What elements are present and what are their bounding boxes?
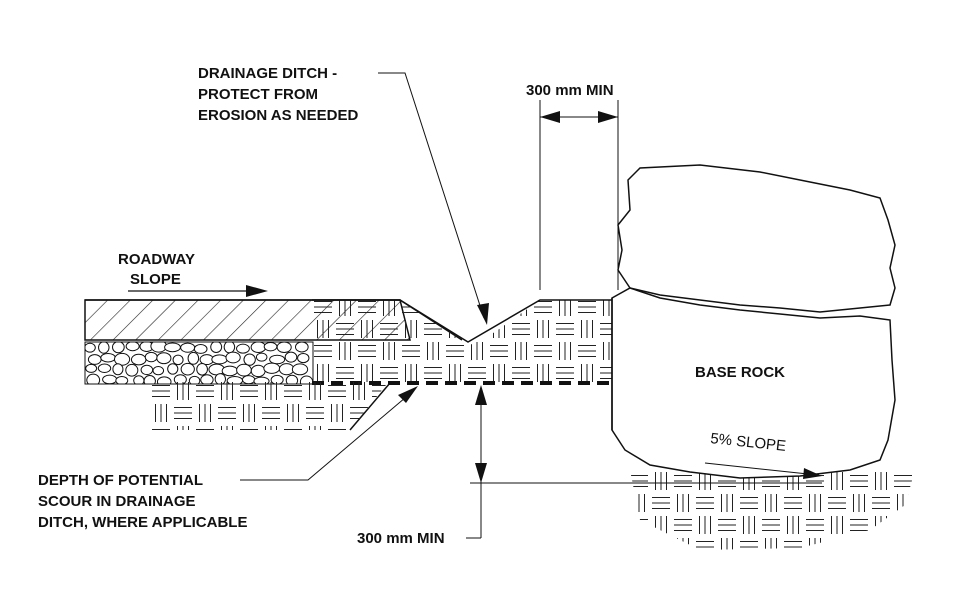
aggregate-stone — [196, 362, 208, 376]
aggregate-stone — [173, 374, 187, 384]
aggregate-stone — [291, 363, 309, 376]
aggregate-stone — [85, 363, 98, 373]
aggregate-stone — [214, 373, 227, 384]
aggregate-stone — [164, 342, 181, 353]
drainage-ditch-label-3: EROSION AS NEEDED — [198, 107, 358, 124]
drainage-ditch-arrowhead — [477, 303, 489, 325]
aggregate-stone — [221, 365, 238, 377]
aggregate-stone — [200, 374, 214, 384]
compacted-fill — [314, 300, 612, 382]
aggregate-stone — [243, 353, 256, 366]
scour-depth-label-3: DITCH, WHERE APPLICABLE — [38, 514, 247, 531]
dim-bottom-arrow-up — [475, 385, 487, 405]
roadway-slope-label-2: SLOPE — [130, 271, 181, 288]
aggregate-stone — [210, 342, 223, 354]
aggregate-stone — [125, 363, 139, 377]
aggregate-stone — [269, 354, 286, 365]
aggregate-stone — [285, 374, 299, 384]
aggregate-stone — [236, 363, 252, 377]
native-ground-right — [630, 472, 912, 550]
aggregate-stone — [130, 353, 147, 366]
rock-slope-arrowhead — [803, 468, 822, 479]
aggregate-stone — [241, 375, 256, 384]
aggregate-stone — [250, 364, 266, 378]
aggregate-stone — [278, 363, 295, 376]
drainage-ditch-label-2: PROTECT FROM — [198, 86, 318, 103]
ditch-profile — [312, 299, 612, 343]
scour-depth-label-1: DEPTH OF POTENTIAL — [38, 472, 203, 489]
aggregate-stone — [86, 373, 101, 384]
scour-depth-leader — [240, 391, 413, 481]
scour-depth-label-2: SCOUR IN DRAINAGE — [38, 493, 196, 510]
aggregate-stone — [97, 363, 112, 373]
aggregate-stone — [276, 342, 292, 354]
aggregate-stone — [102, 374, 118, 384]
aggregate-stone — [140, 364, 154, 376]
top-dimension-label: 300 mm MIN — [526, 82, 614, 99]
scour-depth-arrowhead — [398, 386, 418, 403]
aggregate-stone — [263, 342, 278, 352]
aggregate-stone — [187, 351, 200, 365]
aggregate-base — [85, 342, 313, 384]
drainage-ditch-label-1: DRAINAGE DITCH - — [198, 65, 337, 82]
aggregate-stone — [188, 375, 201, 384]
aggregate-stone — [297, 352, 310, 364]
aggregate-stone — [250, 342, 267, 354]
aggregate-stone — [98, 342, 110, 354]
aggregate-stone — [112, 342, 125, 354]
upper-boulder — [617, 164, 896, 313]
aggregate-stone — [156, 376, 172, 384]
dim-top-arrow-right — [598, 111, 618, 123]
aggregate-stone — [270, 374, 284, 384]
aggregate-stone — [295, 342, 309, 353]
aggregate-outline — [84, 341, 314, 385]
aggregate-stone — [125, 342, 140, 352]
rock-slope-arrow-shaft — [704, 462, 809, 475]
aggregate-stone — [284, 351, 298, 363]
aggregate-stone — [144, 351, 158, 363]
roadway-slope-arrowhead — [246, 285, 268, 297]
aggregate-stone — [115, 376, 129, 384]
dim-top-arrow-left — [540, 111, 560, 123]
aggregate-stone — [299, 375, 313, 384]
aggregate-stone — [152, 366, 165, 376]
aggregate-stone — [180, 362, 195, 376]
aggregate-stone — [114, 352, 131, 366]
dim-bottom-arrow-down — [475, 463, 487, 483]
aggregate-stone — [167, 363, 179, 375]
aggregate-stone — [85, 342, 96, 353]
aggregate-stone — [172, 354, 184, 366]
bottom-dimension-label: 300 mm MIN — [357, 530, 445, 547]
roadway-slope-label-1: ROADWAY — [118, 251, 195, 268]
aggregate-stone — [255, 352, 268, 362]
aggregate-stone — [263, 362, 281, 374]
native-ground-left — [152, 382, 390, 430]
aggregate-stone — [180, 342, 196, 353]
aggregate-stone — [143, 374, 156, 384]
aggregate-stone — [225, 351, 241, 364]
base-rock-label: BASE ROCK — [695, 364, 785, 381]
lower-boulder — [611, 287, 896, 479]
aggregate-stone — [223, 342, 236, 354]
drainage-ditch-leader — [378, 72, 485, 319]
aggregate-stone — [193, 343, 208, 354]
aggregate-stone — [112, 363, 124, 376]
aggregate-stone — [100, 352, 116, 363]
ground-left-edge — [349, 382, 391, 431]
aggregate-stone — [156, 352, 172, 365]
aggregate-stone — [236, 343, 250, 354]
aggregate-stone — [87, 354, 102, 365]
aggregate-stone — [211, 354, 228, 365]
